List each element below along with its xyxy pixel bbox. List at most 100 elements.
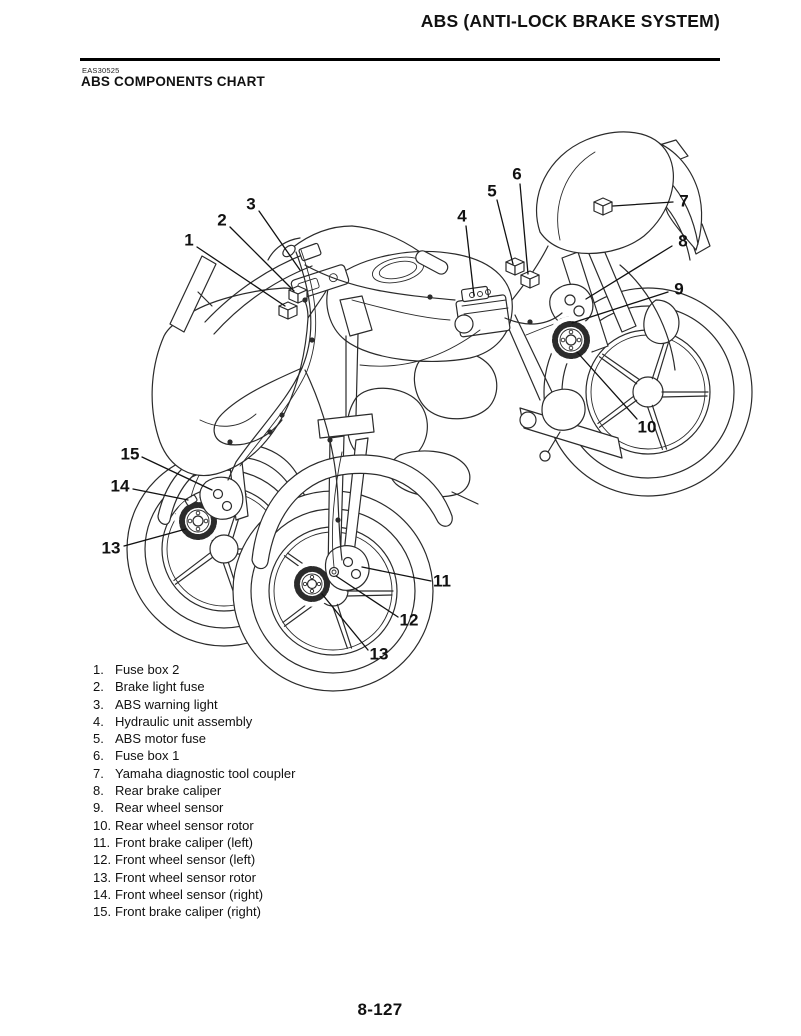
section-code: EAS30525 [82, 66, 120, 75]
chapter-title: ABS (ANTI-LOCK BRAKE SYSTEM) [420, 11, 720, 31]
parts-list-item: 15. Front brake caliper (right) [93, 903, 295, 920]
callout-leader-line [496, 199, 514, 265]
parts-list-item: 7. Yamaha diagnostic tool coupler [93, 765, 295, 782]
handlebar [267, 225, 449, 275]
callout-number: 13 [370, 645, 389, 664]
diagnostic-tool-coupler [593, 197, 613, 216]
parts-list-item: 3. ABS warning light [93, 696, 295, 713]
parts-list-item: 10. Rear wheel sensor rotor [93, 817, 295, 834]
callout-number: 6 [512, 165, 521, 184]
parts-list-item-label: Rear wheel sensor [115, 800, 224, 816]
callout-number: 11 [433, 572, 451, 591]
parts-list-item: 2. Brake light fuse [93, 678, 295, 695]
parts-list-item-number: 8. [93, 783, 104, 799]
callout-leader-line [585, 245, 673, 300]
rear-wheel-sensor-rotor [547, 316, 595, 364]
parts-list-item-number: 5. [93, 731, 104, 747]
parts-list-item-number: 7. [93, 765, 104, 781]
seat [536, 131, 676, 371]
parts-list-item: 6. Fuse box 1 [93, 747, 295, 764]
front-wheel-sensor-left [328, 451, 343, 578]
callout-number: 10 [638, 418, 657, 437]
fuse-box-1 [520, 270, 540, 289]
parts-list-item-label: Rear wheel sensor rotor [115, 817, 254, 833]
header-rule [80, 58, 720, 61]
callout-number: 12 [400, 611, 419, 630]
front-fender-left [251, 454, 453, 570]
parts-list-item: 11. Front brake caliper (left) [93, 834, 295, 851]
engine [346, 314, 586, 505]
callout-leader-line [519, 183, 529, 275]
mirror [169, 255, 217, 333]
page-number: 8-127 [357, 1000, 403, 1019]
parts-list-item-label: Front wheel sensor rotor [115, 869, 256, 885]
parts-list-item-label: Front wheel sensor (right) [115, 886, 264, 902]
callout-leader-line [465, 225, 475, 297]
callout-number: 4 [457, 207, 467, 226]
callout-leader-line [612, 201, 674, 207]
callout-leader-line [196, 246, 286, 307]
hydraulic-unit-assembly [454, 285, 511, 338]
parts-list-item-number: 12. [93, 852, 112, 868]
abs-motor-fuse [505, 257, 525, 276]
parts-list-item-number: 14. [93, 886, 112, 902]
parts-list-item-label: Front wheel sensor (left) [115, 852, 256, 868]
parts-list-item-label: Rear brake caliper [115, 783, 222, 799]
parts-list-item-label: Brake light fuse [115, 679, 205, 695]
parts-list: 1. Fuse box 2 2. Brake light fuse 3. ABS… [93, 661, 295, 920]
parts-list-item-label: Front brake caliper (right) [115, 904, 261, 920]
callout-leader-line [132, 488, 189, 501]
parts-list-item-number: 3. [93, 696, 104, 712]
callout-leader-line [321, 593, 369, 651]
parts-list-item-number: 13. [93, 869, 112, 885]
parts-list-item-number: 1. [93, 662, 104, 677]
parts-list-item-number: 10. [93, 817, 112, 833]
fuse-box-2 [278, 301, 298, 320]
callout-number: 5 [487, 182, 496, 201]
section-title: ABS COMPONENTS CHART [81, 74, 266, 89]
callout-leader-line [576, 351, 638, 420]
parts-list-item-label: ABS motor fuse [115, 731, 207, 747]
parts-list-item-number: 9. [93, 800, 104, 816]
callout-number: 14 [111, 477, 130, 496]
brake-lever [267, 237, 301, 261]
parts-list-item-label: Fuse box 1 [115, 748, 180, 764]
callout-leader-line [229, 226, 295, 292]
callout-number: 2 [217, 211, 226, 230]
motorcycle-drawing [126, 131, 753, 692]
callout-leader-line [258, 210, 301, 271]
callout-leader-line [123, 528, 187, 547]
parts-list-item-number: 15. [93, 904, 112, 920]
parts-list-item: 4. Hydraulic unit assembly [93, 713, 295, 730]
callout-number: 8 [678, 232, 687, 251]
parts-list-item-number: 6. [93, 748, 104, 764]
parts-list-item-label: Front brake caliper (left) [115, 834, 253, 850]
parts-list-item: 1. Fuse box 2 [93, 661, 295, 678]
callout-number: 9 [674, 280, 683, 299]
parts-list-item: 14. Front wheel sensor (right) [93, 886, 295, 903]
parts-list-item-number: 11. [93, 834, 111, 850]
parts-list-item-label: Hydraulic unit assembly [115, 713, 253, 729]
front-brake-caliper-right [199, 476, 244, 520]
callout-leader-line [361, 566, 432, 582]
callout-number: 7 [679, 192, 688, 211]
master-cylinder [298, 242, 322, 262]
parts-list-item-number: 4. [93, 713, 104, 729]
callout-number: 15 [121, 445, 140, 464]
parts-list-item-label: Fuse box 2 [115, 662, 180, 677]
parts-list-item-label: ABS warning light [115, 696, 218, 712]
brake-hoses [213, 249, 563, 561]
callout-number: 1 [184, 231, 193, 250]
parts-list-item-number: 2. [93, 679, 104, 695]
parts-list-item: 13. Front wheel sensor rotor [93, 869, 295, 886]
callout-number: 3 [246, 195, 255, 214]
callout-number: 13 [102, 539, 121, 558]
parts-list-item: 12. Front wheel sensor (left) [93, 851, 295, 868]
parts-list-item: 9. Rear wheel sensor [93, 799, 295, 816]
parts-list-item: 5. ABS motor fuse [93, 730, 295, 747]
parts-list-item: 8. Rear brake caliper [93, 782, 295, 799]
parts-list-item-label: Yamaha diagnostic tool coupler [115, 765, 296, 781]
callout-leader-line [571, 291, 669, 324]
